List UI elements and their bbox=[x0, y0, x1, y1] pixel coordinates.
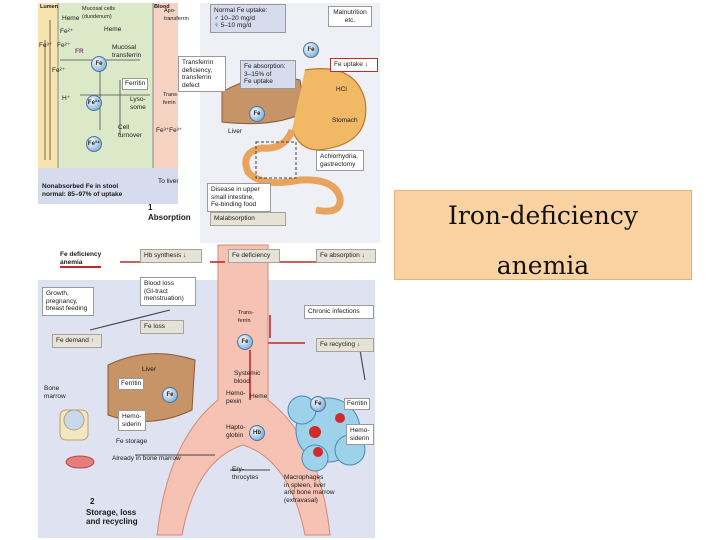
fe-circle-a: Fe bbox=[91, 56, 107, 72]
fe-loss-box: Fe loss bbox=[140, 320, 184, 334]
fe-storage-label: Fe storage bbox=[116, 438, 148, 445]
lumen-label: Lumen bbox=[40, 4, 59, 10]
hemosiderin-macrophage-box: Hemo- siderin bbox=[346, 424, 374, 445]
achlorhydria-box: Achlorhydria, gastrectomy bbox=[316, 150, 364, 171]
growth-box: Growth, pregnancy, breast feeding bbox=[42, 287, 94, 316]
ferritin-box: Ferritin bbox=[122, 78, 149, 90]
callout-line-2: anemia bbox=[496, 251, 590, 280]
chronic-infections-box: Chronic infections bbox=[304, 305, 374, 319]
macrophages-label: Macrophages in spleen, liver and bone ma… bbox=[284, 474, 335, 504]
fe3-label-1: Fe³⁺ bbox=[39, 42, 53, 49]
lumen-panel bbox=[38, 3, 58, 168]
fe-demand-box: Fe demand ↑ bbox=[52, 334, 102, 348]
already-marrow-label: Already in bone marrow bbox=[112, 455, 181, 462]
absorption-label: Absorption bbox=[148, 213, 191, 222]
fe3-circle-low: Fe³⁺ bbox=[86, 136, 102, 152]
fe-deficiency-anemia-label: Fe deficiency anemia bbox=[60, 251, 102, 268]
absorption-number: 1 bbox=[148, 203, 153, 212]
fe-liver-circle: Fe bbox=[249, 106, 265, 122]
storage-number: 2 bbox=[90, 497, 95, 506]
fe-macrophage-circle: Fe bbox=[310, 396, 326, 412]
transferrin-label-top: Trans- ferrin bbox=[163, 92, 179, 106]
lysosome-label: Lyso- some bbox=[130, 96, 146, 111]
fe-absorption-box: Fe absorption: 3–15% of Fe uptake bbox=[240, 60, 296, 89]
liver-label-bottom: Liver bbox=[142, 366, 157, 373]
h-plus-label: H⁺ bbox=[62, 95, 71, 102]
heme-bottom-label: Heme bbox=[250, 393, 268, 400]
stomach bbox=[291, 68, 367, 151]
disease-upper-box: Disease in upper small intestine, Fe-bin… bbox=[207, 183, 271, 212]
blood-label: Blood bbox=[154, 4, 170, 10]
haptoglobin-label: Hapto- globin bbox=[226, 424, 246, 439]
blood-panel bbox=[153, 3, 178, 168]
ferritin-macrophage-box: Ferritin bbox=[344, 398, 371, 410]
erythrocytes-label: Ery- throcytes bbox=[232, 466, 259, 481]
fe-liver-bottom-circle: Fe bbox=[162, 387, 178, 403]
heme-label-1: Heme bbox=[62, 15, 80, 22]
storage-label: Storage, loss and recycling bbox=[86, 508, 138, 526]
hemopexin-label: Hemo- pexin bbox=[226, 390, 246, 405]
fe-center-circle: Fe bbox=[237, 334, 253, 350]
ferritin-bottom-box: Ferritin bbox=[118, 378, 145, 390]
blood-loss-box: Blood loss (GI-tract menstruation) bbox=[140, 277, 196, 306]
fe3-circle: Fe³⁺ bbox=[86, 95, 102, 111]
fe-top-circle: Fe bbox=[303, 42, 319, 58]
mucosal-transferrin-label: Mucosal transferrin bbox=[112, 44, 142, 59]
mucosal-cells-label: Mucosal cells (duodenum) bbox=[82, 6, 116, 20]
fe2-label-3: Fe²⁺ bbox=[52, 67, 66, 74]
systemic-blood-label: Systemic blood bbox=[234, 370, 261, 385]
transferrin-deficiency-box: Transferrin deficiency, transferrin defe… bbox=[178, 56, 226, 92]
iron-deficiency-anemia-callout: Iron-deficiency anemia bbox=[394, 190, 692, 280]
apo-transferrin-label: Apo- transferrin bbox=[164, 8, 189, 22]
to-liver-label: To liver bbox=[158, 178, 179, 185]
hemosiderin-box: Hemo- siderin bbox=[118, 410, 146, 431]
callout-line-1: Iron-deficiency bbox=[448, 201, 638, 230]
hb-synthesis-box: Hb synthesis ↓ bbox=[140, 249, 202, 263]
liver-label-top: Liver bbox=[228, 128, 243, 135]
cell-turnover-label: Cell turnover bbox=[118, 124, 142, 139]
fe3-pair-label: Fe³⁺Fe³⁺ bbox=[156, 127, 183, 134]
stomach-label: Stomach bbox=[332, 117, 358, 124]
nonabsorbed-label: Nonabsorbed Fe in stool normal: 85–97% o… bbox=[42, 183, 123, 198]
hb-circle: Hb bbox=[249, 425, 265, 441]
bone-marrow-label: Bone marrow bbox=[44, 385, 66, 400]
nonabsorbed-panel bbox=[38, 168, 178, 204]
fe2-label-2: Fe²⁺ bbox=[57, 42, 71, 49]
heme-label-2: Heme bbox=[104, 26, 122, 33]
duodenum bbox=[242, 128, 344, 215]
fr-label: FR bbox=[75, 48, 84, 55]
transferrin-label-bottom: Trans- ferrin bbox=[238, 310, 254, 324]
normal-uptake-box: Normal Fe uptake: ♂ 10–20 mg/d ♀ 5–10 mg… bbox=[210, 4, 286, 33]
bone bbox=[59, 409, 89, 441]
fe-deficiency-box: Fe deficiency bbox=[228, 249, 280, 263]
malabsorption-box: Malabsorption bbox=[210, 212, 286, 226]
fe-absorption-low-box: Fe absorption ↓ bbox=[316, 249, 376, 263]
hcl-label: HCl bbox=[336, 86, 347, 93]
malnutrition-box: Malnutrition etc. bbox=[328, 6, 372, 27]
erythrocyte bbox=[65, 455, 95, 469]
fe-uptake-box: Fe uptake ↓ bbox=[330, 58, 378, 72]
fe-recycling-box: Fe recycling ↓ bbox=[316, 338, 374, 352]
fe2-label-1: Fe²⁺ bbox=[60, 28, 74, 35]
